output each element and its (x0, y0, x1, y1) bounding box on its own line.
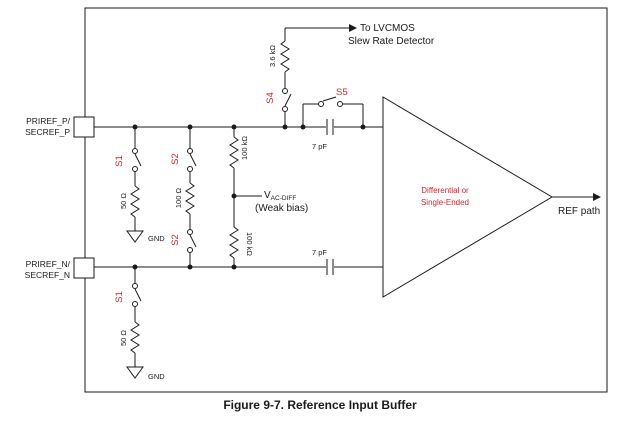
r50-label-n: 50 Ω (119, 330, 128, 346)
r100k-label-upper: 100 kΩ (240, 136, 249, 160)
s5-label: S5 (336, 87, 348, 98)
buffer-amplifier-triangle (382, 96, 553, 298)
s4-label: S4 (265, 92, 276, 104)
resistor-50-p (130, 185, 140, 218)
resistor-50-n (130, 321, 140, 354)
lvcmos-label-2: Slew Rate Detector (348, 36, 435, 47)
lvcmos-label-1: To LVCMOS (360, 23, 415, 34)
pin-n-label-1: PRIREF_N/ (26, 259, 71, 269)
s1-label-n: S1 (114, 291, 125, 303)
r100k-label-lower: 100 kΩ (245, 232, 254, 256)
figure-caption: Figure 9-7. Reference Input Buffer (223, 398, 417, 412)
s2-label-lower: S2 (170, 234, 181, 246)
weak-bias-label: (Weak bias) (255, 203, 308, 214)
s1-switch-n (132, 267, 142, 322)
r3k6-label: 3.6 kΩ (268, 45, 277, 67)
s4-branch (280, 24, 357, 127)
s2-switch-lower (187, 214, 197, 267)
resistor-100-s2 (185, 182, 195, 215)
r50-label-p: 50 Ω (119, 193, 128, 209)
s2-switch-upper (187, 127, 197, 183)
ref-path-label: REF path (558, 206, 600, 217)
capacitor-7pf-n (326, 259, 334, 275)
r100-label: 100 Ω (174, 188, 183, 209)
gnd-symbol-n (126, 353, 144, 379)
gnd-label-n: GND (148, 372, 165, 381)
cap-label-n: 7 pF (312, 248, 327, 257)
s1-label-p: S1 (114, 155, 125, 167)
capacitor-7pf-p (326, 119, 334, 135)
bias-divider (229, 127, 262, 267)
device-boundary (84, 7, 608, 393)
gnd-label-p: GND (148, 234, 165, 243)
cap-label-p: 7 pF (312, 142, 327, 151)
s2-label-upper: S2 (170, 153, 181, 165)
pin-p-label-2: SECREF_P (25, 127, 70, 137)
s1-switch-p (132, 127, 142, 186)
pin-n-pad (73, 257, 95, 279)
gnd-symbol-p (126, 217, 144, 243)
pin-n-label-2: SECREF_N (25, 270, 70, 280)
s5-switch (302, 96, 364, 127)
buffer-label-1: Differential or (421, 186, 469, 195)
pin-p-label-1: PRIREF_P/ (26, 116, 71, 126)
vac-diff-label: VAC-DIFF (264, 190, 296, 202)
pin-p-pad (73, 116, 95, 138)
buffer-label-2: Single-Ended (421, 198, 469, 207)
